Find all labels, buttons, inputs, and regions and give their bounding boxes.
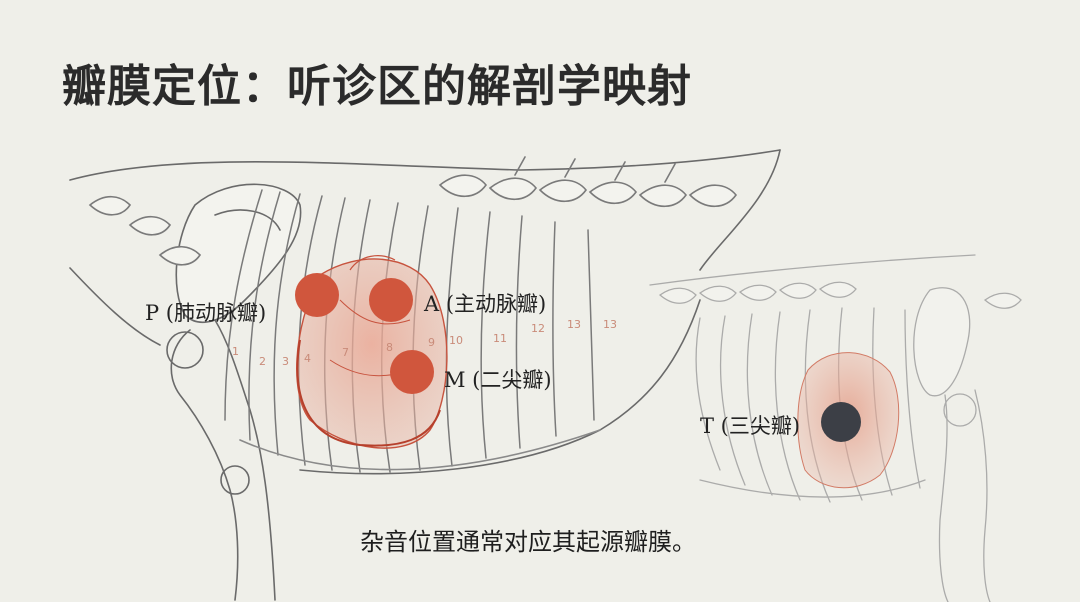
pulmonic-valve-label: P (肺动脉瓣) bbox=[145, 297, 266, 327]
rib-number: 8 bbox=[386, 341, 393, 354]
aortic-valve-marker bbox=[369, 278, 413, 322]
mitral-valve-marker bbox=[390, 350, 434, 394]
rib-number: 4 bbox=[304, 352, 311, 365]
rib-number: 2 bbox=[259, 355, 266, 368]
rib-number: 3 bbox=[282, 355, 289, 368]
rib-number: 10 bbox=[449, 334, 463, 347]
pulmonic-valve-marker bbox=[295, 273, 339, 317]
tricuspid-valve-label: T (三尖瓣) bbox=[700, 410, 800, 440]
rib-number: 11 bbox=[493, 332, 507, 345]
rib-number: 13 bbox=[603, 318, 617, 331]
page-title: 瓣膜定位：听诊区的解剖学映射 bbox=[62, 50, 692, 114]
rib-number: 1 bbox=[232, 345, 239, 358]
rib-number: 9 bbox=[428, 336, 435, 349]
tricuspid-valve-marker bbox=[821, 402, 861, 442]
aortic-valve-label: A (主动脉瓣) bbox=[424, 288, 546, 318]
mitral-valve-label: M (二尖瓣) bbox=[444, 364, 552, 394]
rib-number: 12 bbox=[531, 322, 545, 335]
rib-number: 13 bbox=[567, 318, 581, 331]
rib-number: 7 bbox=[342, 346, 349, 359]
caption: 杂音位置通常对应其起源瓣膜。 bbox=[360, 522, 696, 557]
